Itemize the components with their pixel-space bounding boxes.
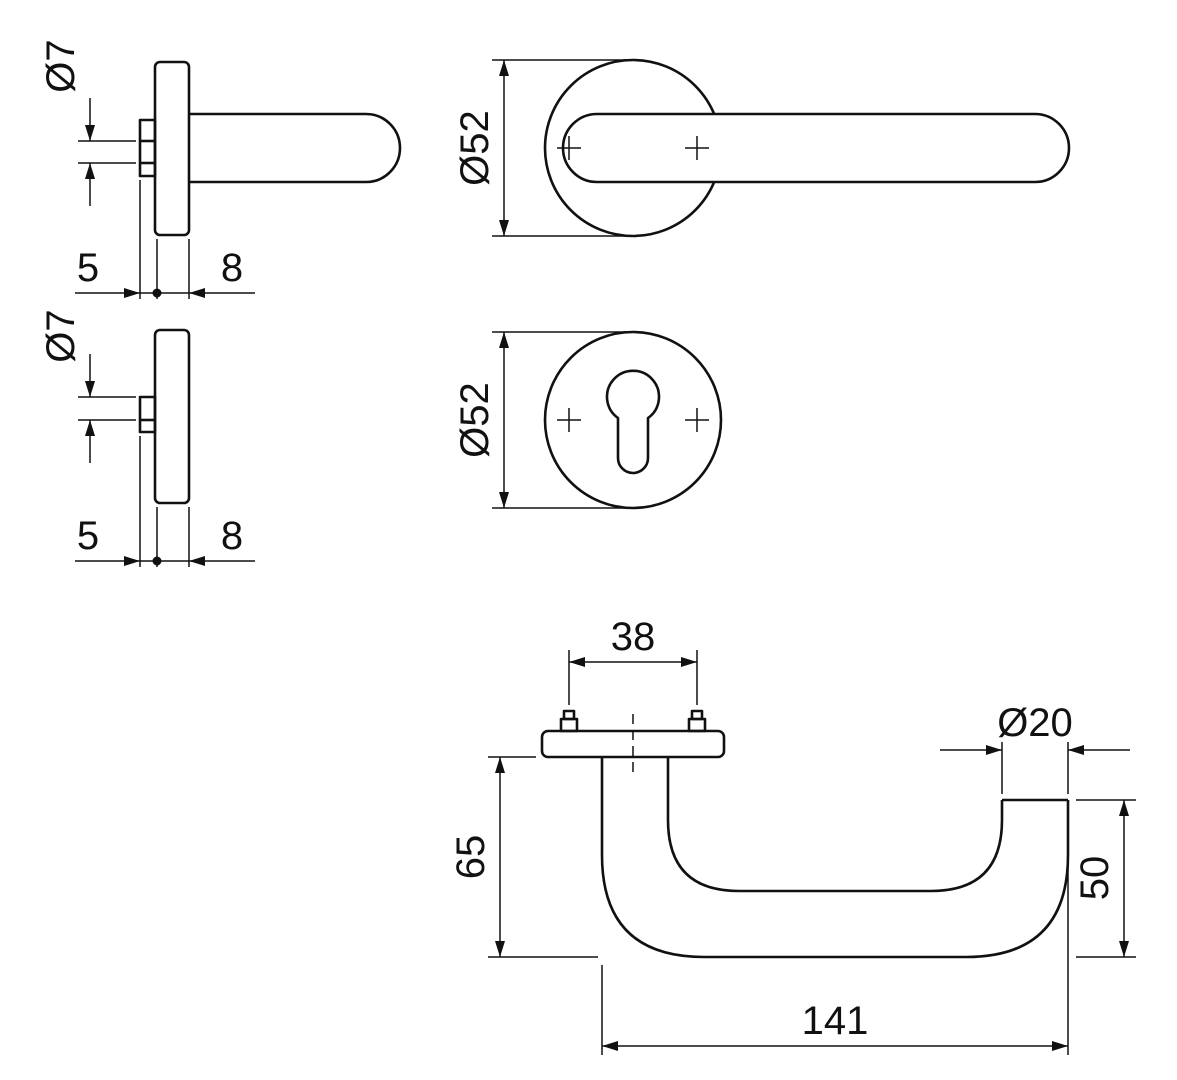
dim-label: 5 xyxy=(77,514,99,558)
dim-protrusion-and-thickness: 5 8 xyxy=(75,180,255,299)
screw-position-cross xyxy=(685,136,709,160)
dim-label: 65 xyxy=(449,835,493,880)
dim-label: 141 xyxy=(802,999,869,1043)
handle-profile-view: 38 65 Ø20 50 xyxy=(449,615,1136,1055)
dim-arrow xyxy=(495,757,505,773)
dim-arrow xyxy=(499,220,509,236)
dim-label: Ø52 xyxy=(453,110,497,186)
rose-plate-outline xyxy=(153,60,191,237)
dim-label: Ø20 xyxy=(997,701,1073,745)
dim-label: Ø52 xyxy=(453,382,497,458)
dim-pin-diameter: Ø7 xyxy=(39,309,136,463)
dim-arrow xyxy=(602,1041,618,1051)
dim-escutcheon-diameter: Ø52 xyxy=(453,331,626,509)
dim-rose-diameter: Ø52 xyxy=(453,59,626,237)
dim-arrow xyxy=(189,556,205,566)
fixing-screw xyxy=(687,709,707,733)
dim-label: Ø7 xyxy=(39,309,83,362)
screw-base xyxy=(687,717,707,733)
dim-arrow xyxy=(986,745,1002,755)
dim-arrow xyxy=(85,381,95,397)
dim-arrow xyxy=(1052,1041,1068,1051)
dim-projection: 65 xyxy=(449,756,598,958)
dim-arrow xyxy=(569,657,585,667)
screw-base xyxy=(559,717,579,733)
dim-label: Ø7 xyxy=(39,39,83,92)
dim-arrow xyxy=(499,332,509,348)
dim-arrow xyxy=(499,492,509,508)
handle-inner-contour xyxy=(666,757,1004,893)
dim-label: 38 xyxy=(611,615,656,659)
dim-arrow xyxy=(85,163,95,179)
screw-position-cross xyxy=(557,408,581,432)
dim-overall-length: 141 xyxy=(601,864,1069,1055)
dim-arrow xyxy=(1119,800,1129,816)
dim-label: 8 xyxy=(221,514,243,558)
screw-head xyxy=(562,709,576,721)
dim-dot-terminator xyxy=(152,288,162,298)
dim-label: 5 xyxy=(77,246,99,290)
dim-label: 50 xyxy=(1073,856,1117,901)
screw-position-cross xyxy=(557,136,581,160)
lever-rose-front-view: Ø52 xyxy=(453,58,1071,238)
dim-arrow xyxy=(85,420,95,436)
dim-dot-terminator xyxy=(152,556,162,566)
dim-screw-spacing: 38 xyxy=(568,615,698,705)
key-escutcheon-front-view: Ø52 xyxy=(453,330,723,510)
dim-arrow xyxy=(124,556,140,566)
dim-arrow xyxy=(189,288,205,298)
escutcheon-plate-outline xyxy=(153,328,191,505)
handle-outer-contour xyxy=(600,757,1070,959)
euro-profile-keyhole xyxy=(605,369,661,475)
screw-position-cross xyxy=(685,408,709,432)
dim-grip-diameter: Ø20 xyxy=(940,701,1130,794)
dim-arrow xyxy=(124,288,140,298)
fixing-screw xyxy=(559,709,579,733)
dim-protrusion-and-thickness: 5 8 xyxy=(75,436,255,567)
dim-end-height: 50 xyxy=(1073,799,1136,958)
dim-arrow xyxy=(1119,941,1129,957)
dim-arrow xyxy=(1068,745,1084,755)
lever-rose-side-view: Ø7 5 8 xyxy=(39,39,402,299)
key-escutcheon-side-view: Ø7 5 8 xyxy=(39,309,255,567)
lever-handle-outline xyxy=(561,112,1071,184)
dim-arrow xyxy=(499,60,509,76)
dim-arrow xyxy=(681,657,697,667)
escutcheon-circle-outline xyxy=(543,330,723,510)
dim-arrow xyxy=(85,125,95,141)
screw-head xyxy=(690,709,704,721)
lever-arm-outline xyxy=(189,112,402,184)
spindle-hub-outline xyxy=(138,118,157,178)
dim-label: 8 xyxy=(221,246,243,290)
dim-arrow xyxy=(495,941,505,957)
fixing-pin-outline xyxy=(138,395,157,434)
dim-pin-diameter: Ø7 xyxy=(39,39,136,206)
